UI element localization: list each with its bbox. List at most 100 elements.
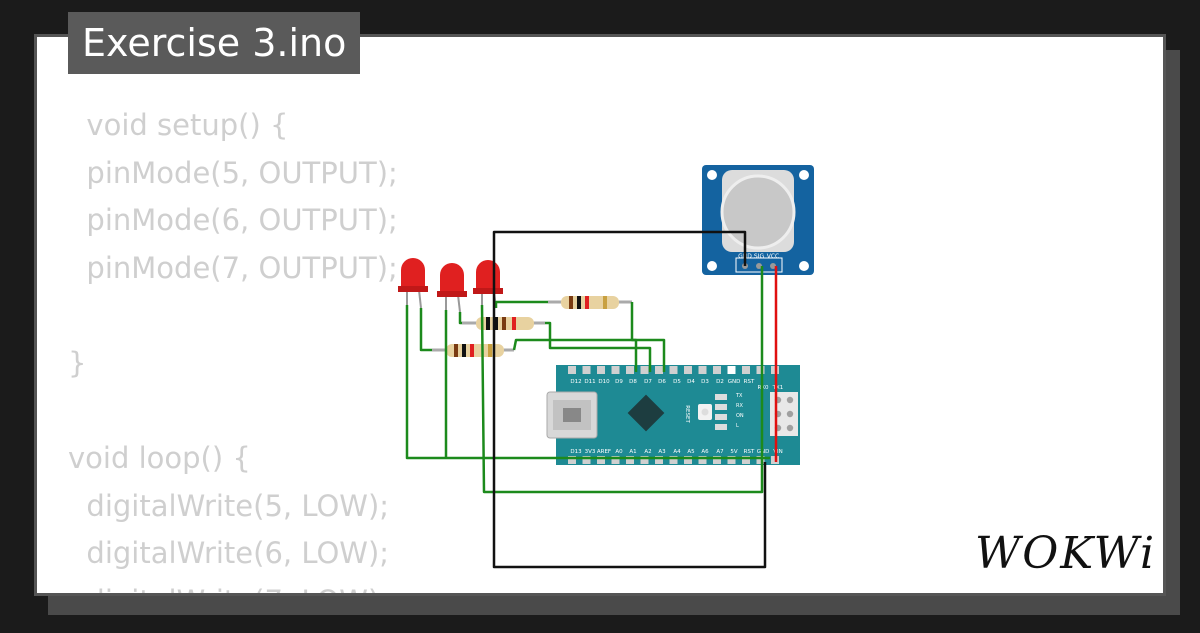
resistor[interactable] xyxy=(432,344,514,357)
header-pin[interactable] xyxy=(756,366,765,374)
pin-label: D3 xyxy=(701,379,709,385)
reset-label: RESET xyxy=(684,405,690,423)
pin-label: RST xyxy=(744,379,755,385)
preview-card xyxy=(34,34,1166,596)
header-pin[interactable] xyxy=(597,456,605,464)
header-pin[interactable] xyxy=(742,366,750,374)
pin-label: AREF xyxy=(597,449,611,455)
code-line: pinMode(5, OUTPUT); xyxy=(68,155,398,190)
usb-port xyxy=(563,408,581,422)
icsp-pin[interactable] xyxy=(786,396,794,404)
led-label: RX xyxy=(736,403,743,409)
header-pin[interactable] xyxy=(655,456,663,464)
wires xyxy=(405,230,778,569)
arduino-nano[interactable]: D12 D11 D10 D9 D8 D7 D6 D5 D4 D3 D2 GND … xyxy=(546,365,800,465)
header-pin[interactable] xyxy=(611,366,620,374)
wire-green[interactable] xyxy=(458,312,462,325)
wire-green[interactable] xyxy=(405,305,770,460)
wire-black[interactable] xyxy=(492,230,767,569)
status-led xyxy=(715,424,727,430)
pin-label: D2 xyxy=(716,379,724,385)
pin-label: RST xyxy=(744,449,755,455)
code-line: digitalWrite(5, LOW); xyxy=(68,488,390,523)
led-red[interactable] xyxy=(437,263,467,313)
code-line: digitalWrite(6, LOW); xyxy=(68,536,390,571)
status-led xyxy=(715,414,727,420)
pin-label: 5V xyxy=(730,449,737,455)
header-pin[interactable] xyxy=(684,366,692,374)
header-pin[interactable] xyxy=(684,456,692,464)
wire-green[interactable] xyxy=(545,321,652,372)
pin-label: TX1 xyxy=(772,385,784,391)
led-red[interactable] xyxy=(398,258,428,309)
header-pin[interactable] xyxy=(698,456,707,464)
header-pin[interactable] xyxy=(626,366,634,374)
card-bottom-shadow xyxy=(48,596,1180,615)
wire-green[interactable] xyxy=(630,302,666,372)
wire-green[interactable] xyxy=(494,300,548,308)
mount-hole xyxy=(707,261,717,271)
header-pin[interactable] xyxy=(597,366,605,374)
sensor-pin-label: VCC xyxy=(767,253,779,260)
icsp-pin[interactable] xyxy=(786,410,794,418)
header-pin[interactable] xyxy=(669,366,678,374)
header-pin[interactable] xyxy=(568,366,576,374)
resistor[interactable] xyxy=(548,296,632,309)
header-pin[interactable] xyxy=(568,456,576,464)
pin-label: D4 xyxy=(687,379,695,385)
code-line: void setup() { xyxy=(68,108,289,142)
header-pin[interactable] xyxy=(727,366,736,374)
pin-label: D13 xyxy=(570,449,582,455)
microcontroller-chip xyxy=(627,394,665,432)
pin-label: D5 xyxy=(673,379,681,385)
pin-label: D10 xyxy=(598,379,610,385)
sensor-pin[interactable] xyxy=(756,263,762,269)
header-pin[interactable] xyxy=(582,366,591,374)
sensor-pin[interactable] xyxy=(770,263,776,269)
header-pin[interactable] xyxy=(640,456,649,464)
pin-label: A4 xyxy=(673,449,681,455)
mount-hole xyxy=(799,261,809,271)
wokwi-logo[interactable]: WOKWi xyxy=(975,528,1157,579)
pin-label: A5 xyxy=(687,449,695,455)
header-pin[interactable] xyxy=(713,366,721,374)
code-preview: void setup() { pinMode(5, OUTPUT); pinMo… xyxy=(68,102,398,626)
mount-hole xyxy=(707,170,717,180)
pin-label: D11 xyxy=(584,379,595,385)
header-pin[interactable] xyxy=(727,456,736,464)
resistor[interactable] xyxy=(462,317,545,330)
project-title[interactable]: Exercise 3.ino xyxy=(68,12,361,74)
pin-label: D8 xyxy=(629,379,637,385)
pin-label: A6 xyxy=(701,449,709,455)
potentiometer-module[interactable]: GND SIG VCC xyxy=(702,165,814,275)
reset-button-cap xyxy=(701,408,709,416)
wire-green[interactable] xyxy=(512,338,638,372)
header-pin[interactable] xyxy=(756,456,765,464)
header-pin[interactable] xyxy=(640,366,649,374)
header-pin[interactable] xyxy=(582,456,591,464)
mount-hole xyxy=(799,170,809,180)
header-pin[interactable] xyxy=(626,456,634,464)
led-label: ON xyxy=(736,413,744,419)
header-pin[interactable] xyxy=(655,366,663,374)
wire-green[interactable] xyxy=(480,266,764,494)
icsp-header xyxy=(770,392,798,436)
header-pin[interactable] xyxy=(669,456,678,464)
sensor-pin-label: SIG xyxy=(754,253,765,260)
pin-label: 3V3 xyxy=(585,449,596,455)
wire-green[interactable] xyxy=(419,308,432,352)
knob[interactable] xyxy=(720,174,796,250)
pin-label: A7 xyxy=(716,449,724,455)
header-pin[interactable] xyxy=(742,456,750,464)
pin-label: VIN xyxy=(773,449,783,455)
header-pin[interactable] xyxy=(611,456,620,464)
pin-label: D12 xyxy=(570,379,581,385)
code-line: pinMode(6, OUTPUT); xyxy=(68,203,398,238)
pin-label: A0 xyxy=(615,449,623,455)
header-pin[interactable] xyxy=(713,456,721,464)
status-led xyxy=(715,404,727,410)
header-pin[interactable] xyxy=(698,366,707,374)
pin-label: D6 xyxy=(658,379,666,385)
icsp-pin[interactable] xyxy=(786,424,794,432)
